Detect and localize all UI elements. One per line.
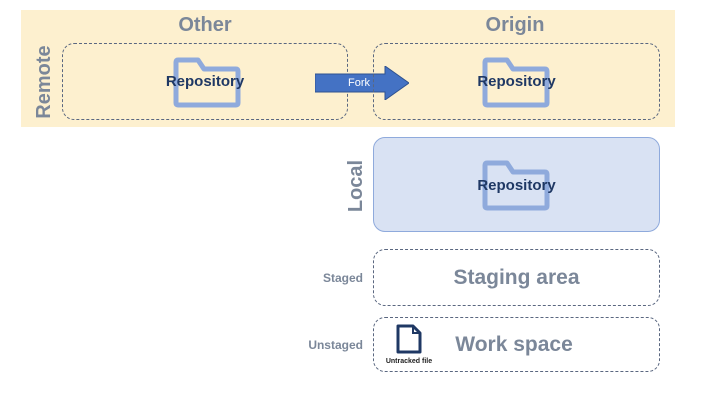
fork-label: Fork bbox=[348, 77, 370, 89]
remote-label: Remote bbox=[33, 45, 55, 119]
work-space-label: Work space bbox=[455, 333, 573, 356]
other-title: Other bbox=[178, 14, 232, 36]
origin-title: Origin bbox=[485, 14, 545, 36]
other-repository-box: Repository bbox=[62, 43, 348, 120]
local-repository-box: Repository bbox=[373, 137, 660, 232]
fork-arrow: Fork bbox=[314, 65, 410, 101]
folder-icon bbox=[481, 157, 551, 212]
arrow-right-icon bbox=[314, 65, 410, 101]
folder-icon bbox=[481, 54, 551, 109]
folder-icon bbox=[172, 54, 242, 109]
file-icon bbox=[396, 324, 422, 354]
staged-label: Staged bbox=[322, 271, 363, 285]
local-repository-label: Repository bbox=[477, 177, 556, 194]
origin-repository-box: Repository bbox=[373, 43, 660, 120]
local-label: Local bbox=[345, 159, 367, 213]
remote-section bbox=[21, 10, 675, 127]
unstaged-label: Unstaged bbox=[308, 338, 363, 352]
staging-area-box: Staging area bbox=[373, 249, 660, 306]
untracked-file: Untracked file bbox=[384, 324, 434, 368]
staging-area-label: Staging area bbox=[453, 266, 580, 289]
other-repository-label: Repository bbox=[165, 73, 245, 90]
untracked-file-label: Untracked file bbox=[385, 358, 433, 365]
work-space-box: Untracked file Work space bbox=[373, 317, 660, 372]
origin-repository-label: Repository bbox=[477, 73, 556, 90]
